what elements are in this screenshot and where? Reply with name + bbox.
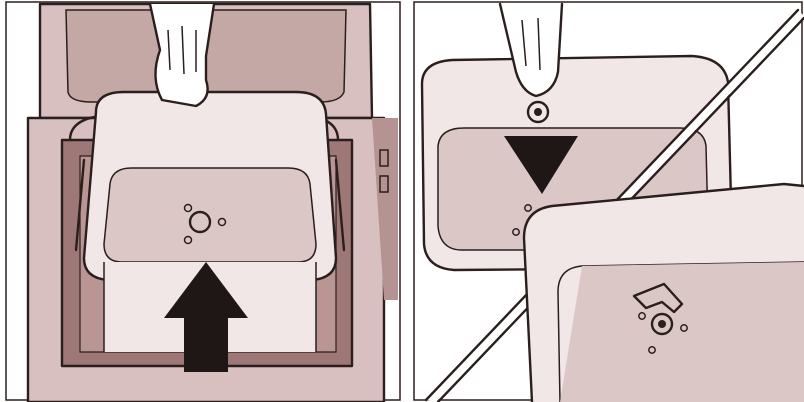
- insert-pan-illustration: [0, 0, 402, 402]
- panel-insert-pan: [0, 0, 402, 402]
- attach-paddle-illustration: [412, 0, 804, 402]
- hand: [150, 4, 214, 106]
- baking-pan-installed-view: [524, 184, 804, 402]
- panel-attach-paddle: [412, 0, 804, 402]
